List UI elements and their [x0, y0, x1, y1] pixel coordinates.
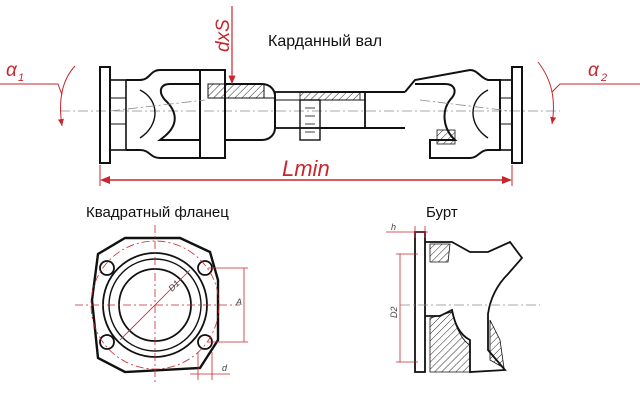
spline-section [274, 91, 366, 141]
lmin-label: Lmin [282, 156, 330, 181]
flange-outline [90, 236, 220, 374]
lmin-dimension: Lmin [99, 156, 513, 186]
collar-section-hatch [429, 311, 471, 373]
alpha1-label: α [6, 60, 18, 81]
d-label: d [222, 363, 228, 373]
shaft-tube [320, 91, 405, 129]
alpha1-subscript: 1 [18, 72, 24, 84]
right-angle-axis [419, 99, 511, 112]
d2-label: D2 [389, 306, 399, 318]
a-label: A [235, 297, 242, 307]
center-yoke [199, 69, 276, 159]
alpha1-dimension: α 1 [0, 60, 76, 127]
bolt-hole-top-left [99, 260, 115, 276]
bolt-hole-bottom-left [99, 334, 115, 350]
shaft-title: Карданный вал [268, 33, 382, 50]
left-yoke [126, 69, 201, 159]
dxs-label: dxS [213, 19, 234, 52]
collar-title: Бурт [426, 204, 458, 221]
collar-flange-face [414, 231, 426, 373]
alpha2-subscript: 2 [600, 72, 607, 84]
flange-title: Квадратный фланец [86, 204, 229, 221]
dxs-dimension: dxS [213, 6, 236, 84]
left-angle-axis [109, 99, 206, 112]
alpha2-label: α [588, 60, 600, 81]
alpha2-dimension: α 2 [537, 60, 640, 125]
collar-yoke-outline [425, 240, 524, 373]
cardan-shaft-view: Карданный вал [0, 6, 640, 186]
right-yoke [404, 68, 501, 159]
h-label: h [391, 222, 396, 232]
left-flange [99, 66, 127, 164]
square-flange-view: Квадратный фланец D1 A d [75, 204, 248, 385]
collar-view: Бурт h D2 [386, 204, 540, 373]
right-flange [499, 66, 523, 164]
